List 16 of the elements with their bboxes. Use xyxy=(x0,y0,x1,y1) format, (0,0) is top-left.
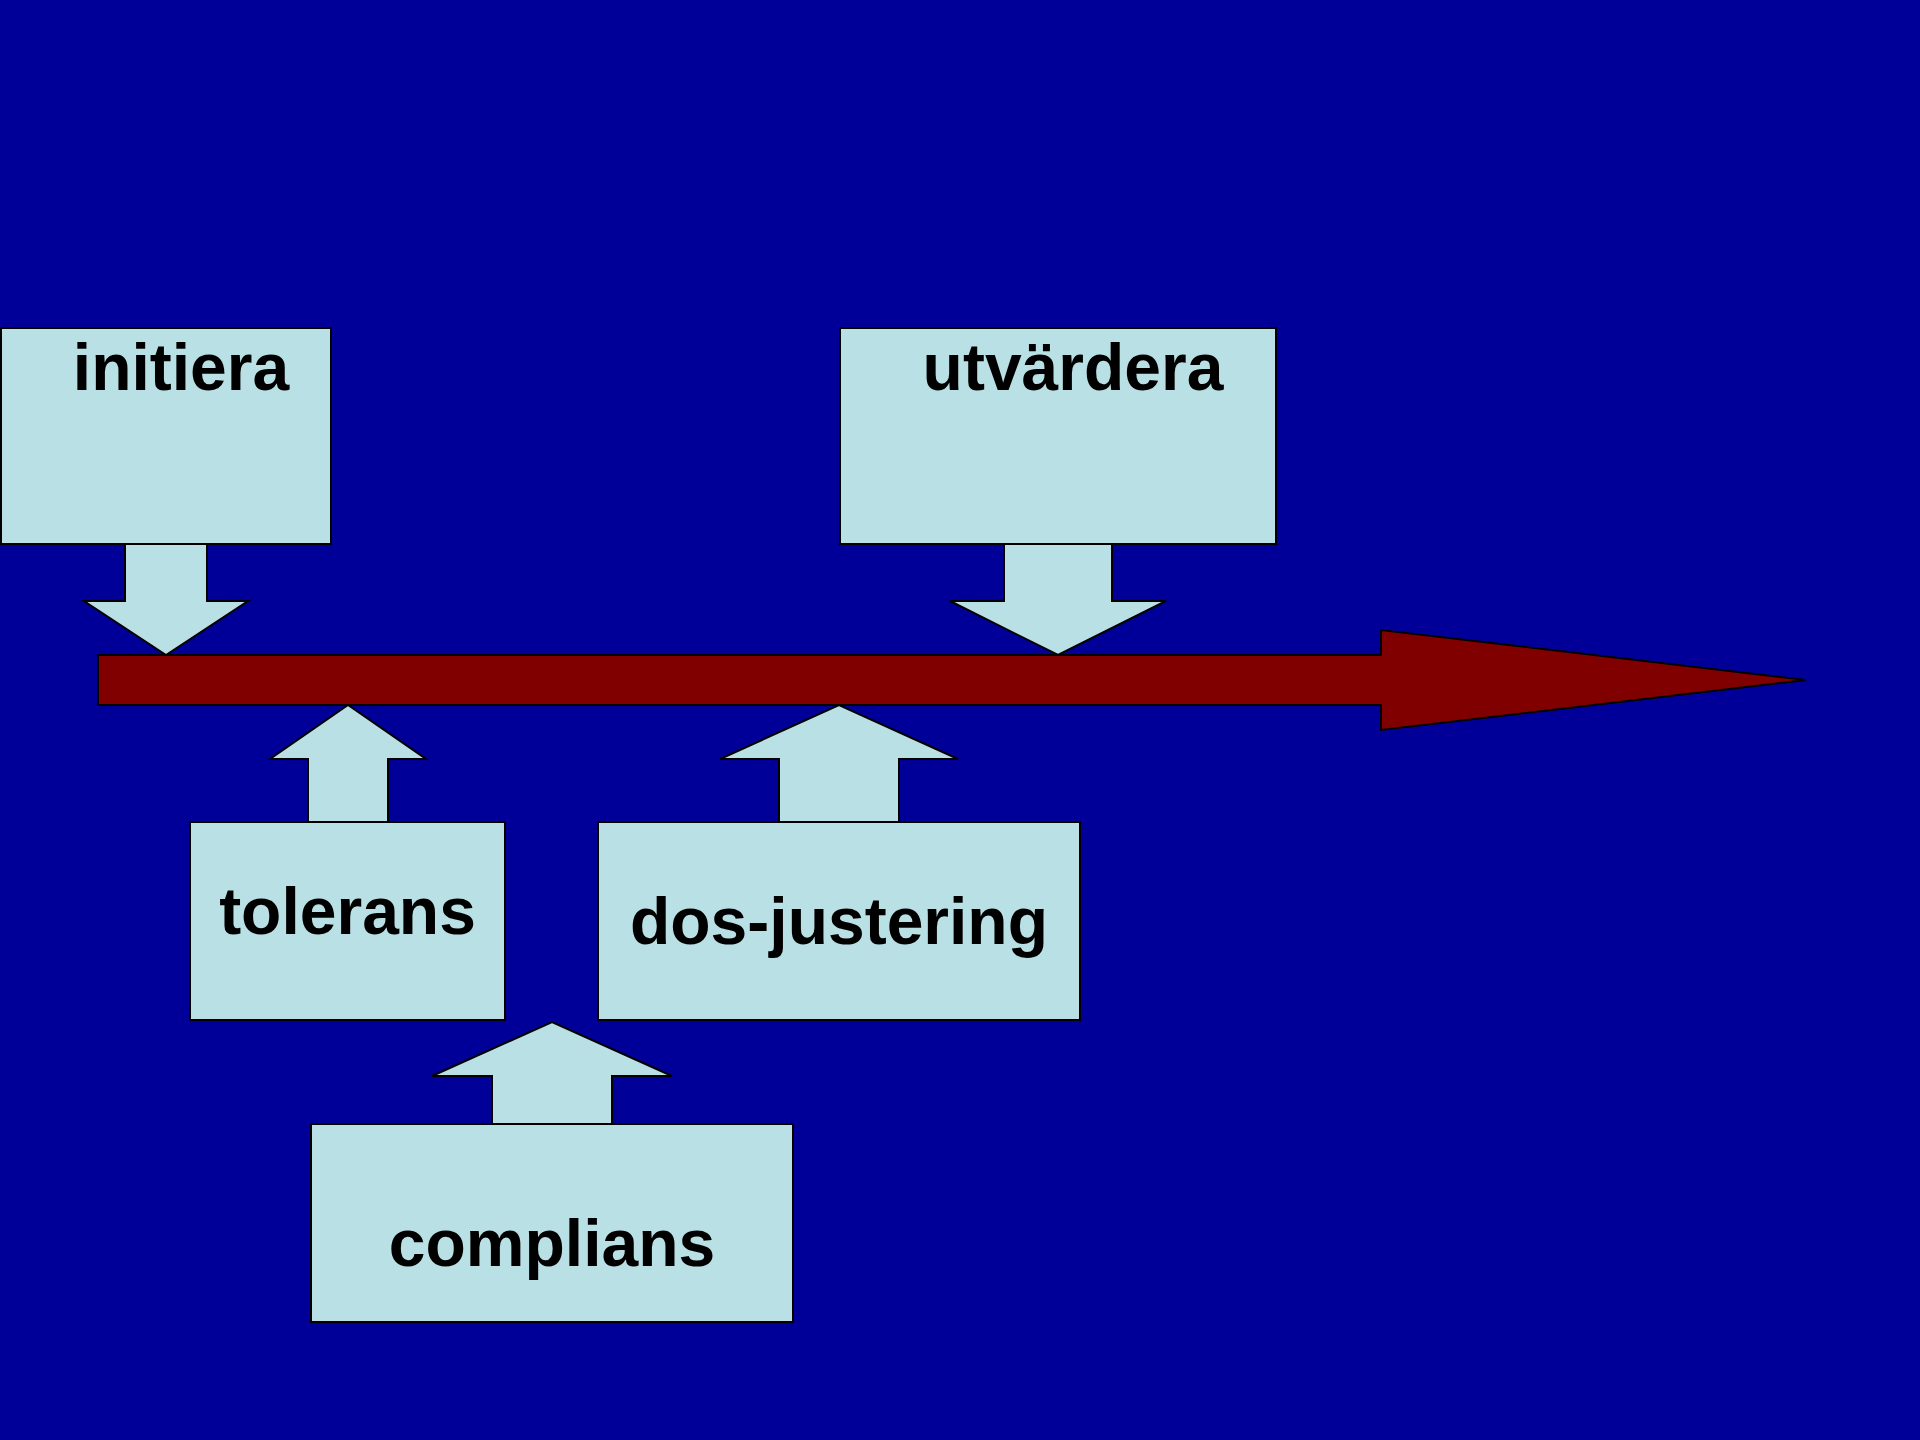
block-arrow xyxy=(266,703,430,822)
block-arrow xyxy=(431,1020,673,1124)
callout-box xyxy=(839,327,1277,545)
timeline-arrow xyxy=(97,628,1807,732)
block-arrow xyxy=(80,544,252,657)
callout-label: complians xyxy=(388,1205,716,1281)
block-arrow xyxy=(719,703,959,822)
callout-label: tolerans xyxy=(219,873,476,949)
callout-label: dos-justering xyxy=(630,883,1048,959)
callout-box xyxy=(310,1123,794,1323)
callout-box xyxy=(189,821,506,1021)
block-arrow xyxy=(949,544,1167,657)
callout-label: utvärdera xyxy=(922,329,1224,405)
callout-box xyxy=(597,821,1081,1021)
callout-label: initiera xyxy=(72,329,290,405)
callout-box xyxy=(0,327,332,545)
